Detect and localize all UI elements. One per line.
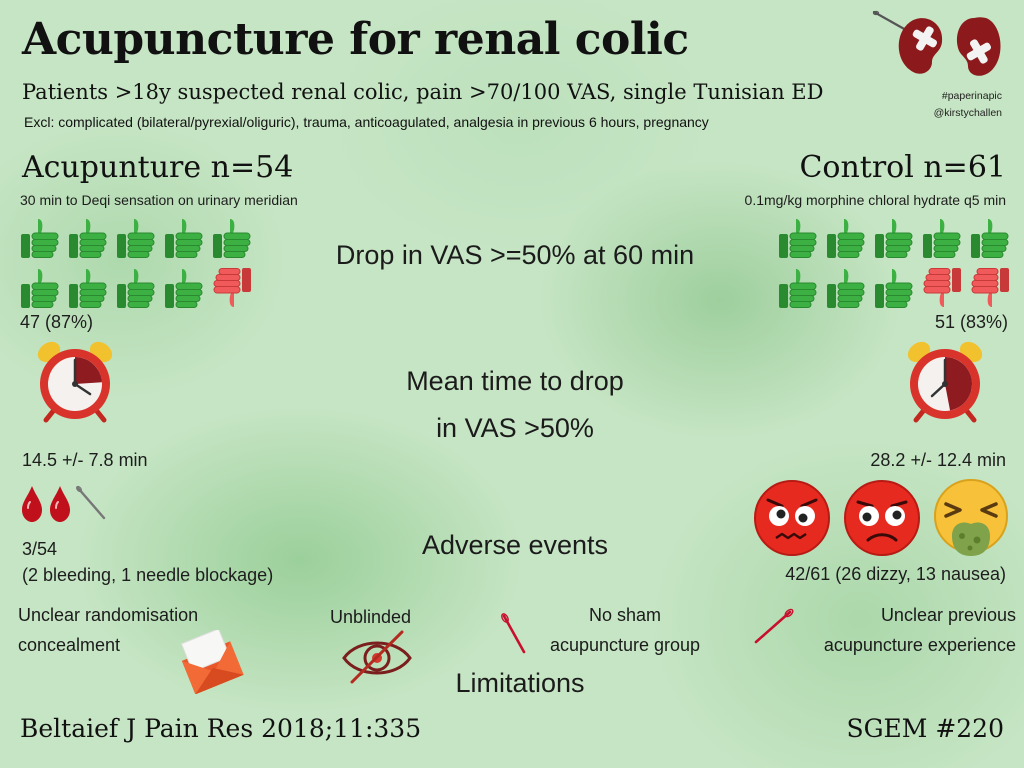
control-time-value: 28.2 +/- 12.4 min (870, 450, 1006, 470)
thumb-up-icon (114, 266, 160, 314)
outcome-time-to-drop-label: Mean time to drop in VAS >50% (320, 358, 710, 452)
clock-elapsed-wedge (945, 357, 972, 411)
inclusion-criteria: Patients >18y suspected renal colic, pai… (22, 80, 824, 104)
needle-icon (754, 608, 794, 644)
thumb-up-icon (824, 216, 870, 264)
acupuncture-thumbs-grid (18, 216, 258, 314)
limitation-randomisation-line2: concealment (18, 635, 121, 655)
control-arm-title: Control n=61 (799, 150, 1006, 185)
limitation-randomisation-line1: Unclear randomisation (18, 605, 199, 625)
episode-tag: SGEM #220 (846, 714, 1004, 743)
acupuncture-arm-title: Acupunture n=54 (22, 150, 294, 185)
alarm-clock-icon (37, 341, 113, 423)
thumb-up-icon (18, 266, 64, 314)
kidneys-icon (872, 10, 1001, 76)
outcome-vas-drop-label: Drop in VAS >=50% at 60 min (335, 240, 695, 270)
needle-icon (501, 613, 526, 654)
acupuncture-vas-drop-value: 47 (87%) (20, 312, 94, 332)
hashtag: #paperinapic (941, 90, 1002, 102)
control-arm-description: 0.1mg/kg morphine chloral hydrate q5 min (744, 192, 1006, 208)
thumb-up-icon (66, 216, 112, 264)
envelope-icon (180, 630, 244, 694)
dizzy-face-icon (844, 480, 920, 556)
outcome-time-label-line1: Mean time to drop (406, 366, 624, 396)
acupuncture-adverse-count: 3/54 (22, 539, 58, 559)
thumb-up-icon (114, 216, 160, 264)
control-vas-drop-value: 51 (83%) (934, 312, 1008, 332)
acupuncture-arm-description: 30 min to Deqi sensation on urinary meri… (20, 192, 298, 208)
tags: #paperinapic @kirstychallen (934, 88, 1002, 122)
control-thumbs-grid (776, 216, 1016, 314)
thumb-down-icon (210, 266, 256, 314)
outcome-adverse-label: Adverse events (421, 530, 609, 560)
thumb-down-icon (968, 266, 1014, 314)
acupuncture-adverse-detail: (2 bleeding, 1 needle blockage) (22, 565, 274, 585)
alarm-clock-icon (907, 341, 983, 423)
dizzy-face-icon (754, 480, 830, 556)
outcome-time-label-line2: in VAS >50% (436, 413, 594, 443)
page-title: Acupuncture for renal colic (22, 14, 689, 65)
limitation-previous-line2: acupuncture experience (823, 635, 1016, 655)
exclusion-criteria: Excl: complicated (bilateral/pyrexial/ol… (24, 114, 709, 130)
clock-elapsed-wedge (75, 357, 102, 384)
limitation-previous-line1: Unclear previous (880, 605, 1016, 625)
author-handle: @kirstychallen (933, 107, 1002, 119)
thumb-up-icon (872, 216, 918, 264)
thumb-up-icon (18, 216, 64, 264)
thumb-up-icon (824, 266, 870, 314)
thumb-up-icon (162, 266, 208, 314)
thumb-up-icon (776, 266, 822, 314)
thumb-up-icon (66, 266, 112, 314)
acupuncture-time-value: 14.5 +/- 7.8 min (22, 450, 148, 470)
nauseated-face-icon (934, 479, 1008, 556)
thumb-up-icon (776, 216, 822, 264)
thumb-up-icon (920, 216, 966, 264)
limitation-no-sham-line1: No sham (588, 605, 662, 625)
thumb-up-icon (968, 216, 1014, 264)
limitation-unblinded: Unblinded (330, 607, 412, 627)
limitation-randomisation: Unclear randomisation concealment (18, 600, 198, 660)
limitation-previous-experience: Unclear previous acupuncture experience (770, 600, 1016, 660)
limitations-label: Limitations (455, 668, 585, 698)
citation: Beltaief J Pain Res 2018;11:335 (20, 714, 422, 743)
limitation-no-sham-line2: acupuncture group (549, 635, 701, 655)
thumb-up-icon (162, 216, 208, 264)
control-adverse-value: 42/61 (26 dizzy, 13 nausea) (785, 564, 1006, 584)
acupuncture-adverse-value: 3/54 (2 bleeding, 1 needle blockage) (22, 536, 273, 588)
crossed-eye-icon (342, 630, 412, 684)
thumb-down-icon (920, 266, 966, 314)
thumb-up-icon (210, 216, 256, 264)
thumb-up-icon (872, 266, 918, 314)
limitation-no-sham: No sham acupuncture group (530, 600, 720, 660)
blood-drops-needle-icon (22, 485, 106, 522)
